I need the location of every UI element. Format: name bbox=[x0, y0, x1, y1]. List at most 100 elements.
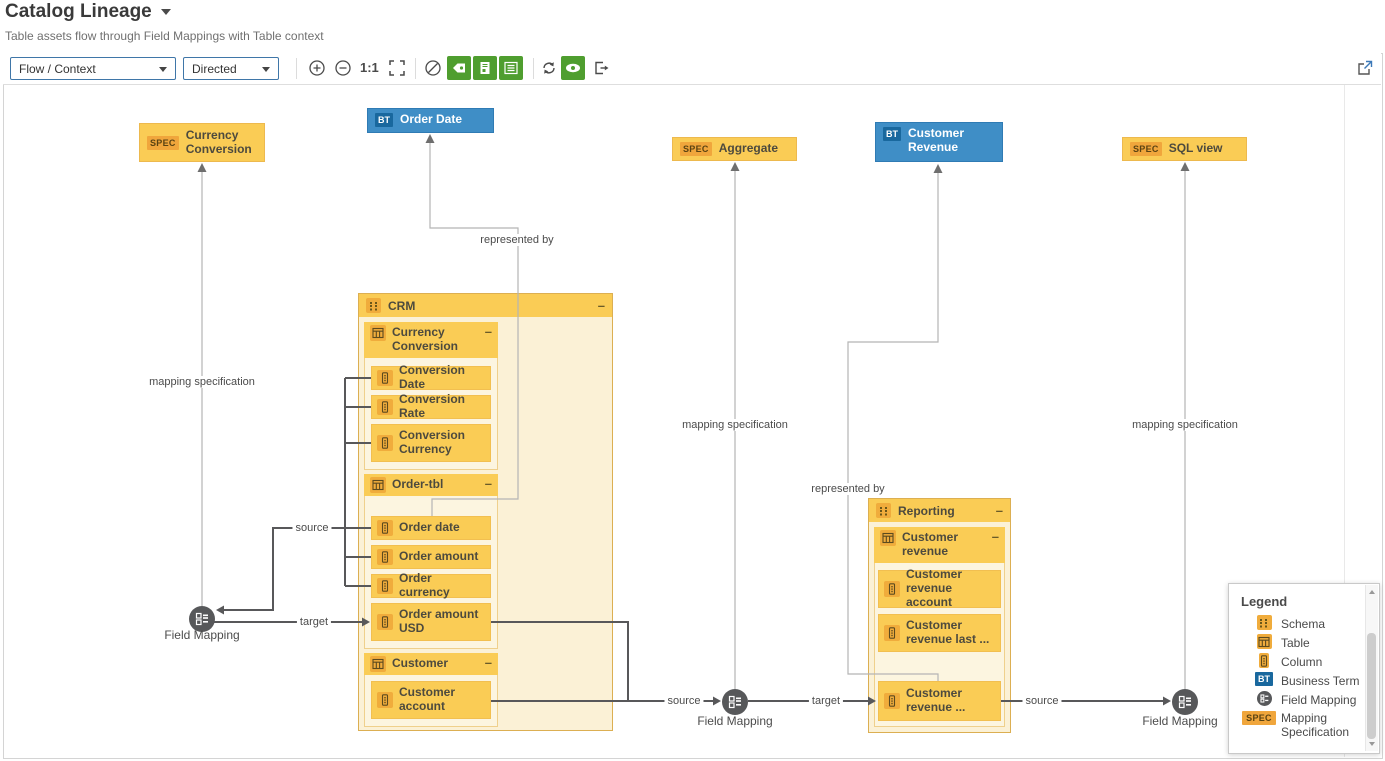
field-mapping-caption: Field Mapping bbox=[1142, 714, 1218, 728]
collapse-button[interactable]: – bbox=[995, 503, 1003, 518]
column-node-conversion-rate[interactable]: Conversion Rate bbox=[371, 392, 491, 420]
legend-item-label: Business Term bbox=[1281, 674, 1360, 688]
view-mode-select[interactable]: Flow / Context bbox=[10, 57, 176, 80]
zoom-reset-button[interactable]: 1:1 bbox=[360, 60, 379, 75]
column-node-order-currency[interactable]: Order currency bbox=[371, 571, 491, 599]
toolbar-separator bbox=[533, 58, 534, 79]
node-mapping-spec-sql-view[interactable]: SPEC SQL view bbox=[1122, 137, 1247, 161]
clear-overlays-button[interactable] bbox=[424, 59, 442, 77]
legend-item-label: Table bbox=[1281, 636, 1310, 650]
scroll-down-icon[interactable] bbox=[1369, 742, 1375, 746]
spec-badge: SPEC bbox=[680, 142, 712, 156]
node-label: Aggregate bbox=[718, 141, 779, 156]
right-panel-divider bbox=[1344, 54, 1345, 757]
refresh-button[interactable] bbox=[540, 59, 558, 77]
legend-scrollbar[interactable] bbox=[1365, 585, 1378, 751]
node-label: SQL view bbox=[1168, 141, 1223, 156]
column-icon bbox=[884, 581, 900, 597]
column-node-customer-revenue-last[interactable]: Customer revenue last ... bbox=[878, 614, 1001, 652]
show-details-button[interactable] bbox=[473, 56, 497, 80]
table-label: Order-tbl bbox=[392, 477, 444, 491]
external-link-icon bbox=[1358, 60, 1373, 75]
collapse-button[interactable]: – bbox=[484, 324, 492, 339]
column-icon bbox=[377, 578, 393, 594]
edge-label-target: target bbox=[296, 616, 332, 628]
chevron-down-icon bbox=[262, 67, 270, 72]
spec-badge: SPEC bbox=[147, 135, 179, 150]
field-mapping-icon bbox=[1178, 695, 1191, 709]
page-title[interactable]: Catalog Lineage bbox=[5, 1, 171, 23]
node-mapping-spec-currency-conversion[interactable]: SPEC Currency Conversion bbox=[139, 123, 265, 162]
column-node-conversion-currency[interactable]: Conversion Currency bbox=[371, 424, 491, 462]
tag-icon bbox=[453, 63, 465, 73]
schema-group-crm-header[interactable]: CRM – bbox=[359, 294, 612, 317]
title-dropdown-caret-icon[interactable] bbox=[160, 8, 171, 15]
page-subtitle: Table assets flow through Field Mappings… bbox=[5, 29, 324, 43]
column-label: Order amount bbox=[399, 549, 479, 564]
edge-label-source: source bbox=[1022, 695, 1062, 707]
schema-group-reporting-header[interactable]: Reporting – bbox=[869, 499, 1010, 522]
column-node-order-date[interactable]: Order date bbox=[371, 516, 491, 540]
zoom-out-button[interactable] bbox=[334, 59, 352, 77]
column-icon bbox=[377, 435, 393, 451]
field-mapping-node-middle[interactable] bbox=[722, 689, 748, 715]
view-mode-value: Flow / Context bbox=[19, 61, 96, 76]
column-label: Customer revenue account bbox=[906, 567, 963, 609]
column-node-conversion-date[interactable]: Conversion Date bbox=[371, 363, 491, 391]
node-label: Order Date bbox=[400, 112, 463, 126]
schema-group-label: Reporting bbox=[898, 503, 955, 518]
visibility-button[interactable] bbox=[561, 56, 585, 80]
column-node-order-amount-usd[interactable]: Order amount USD bbox=[371, 603, 491, 641]
node-label: Currency Conversion bbox=[185, 127, 252, 156]
show-list-button[interactable] bbox=[499, 56, 523, 80]
table-node-customer[interactable]: Customer – bbox=[364, 653, 498, 675]
schema-icon bbox=[876, 503, 891, 518]
open-in-new-window-button[interactable] bbox=[1356, 59, 1374, 77]
toolbar: Flow / Context Directed 1:1 bbox=[3, 53, 1381, 85]
collapse-button[interactable]: – bbox=[597, 298, 605, 313]
table-node-order-tbl[interactable]: Order-tbl – bbox=[364, 474, 498, 496]
node-mapping-spec-aggregate[interactable]: SPEC Aggregate bbox=[672, 137, 797, 161]
column-label: Conversion Currency bbox=[399, 428, 466, 456]
export-button[interactable] bbox=[592, 59, 610, 77]
zoom-in-button[interactable] bbox=[308, 59, 326, 77]
table-node-currency-conversion[interactable]: Currency Conversion – bbox=[364, 322, 498, 358]
field-mapping-icon bbox=[1253, 691, 1275, 706]
column-label: Conversion Rate bbox=[399, 392, 466, 420]
column-node-customer-revenue-account[interactable]: Customer revenue account bbox=[878, 567, 1001, 609]
table-icon bbox=[370, 477, 386, 493]
column-label: Order date bbox=[399, 520, 460, 535]
legend-item-label: Mapping Specification bbox=[1281, 711, 1350, 739]
field-mapping-caption: Field Mapping bbox=[164, 628, 240, 642]
column-node-customer-revenue-truncated[interactable]: Customer revenue ... bbox=[878, 681, 1001, 721]
legend-title: Legend bbox=[1241, 594, 1288, 609]
collapse-button[interactable]: – bbox=[484, 655, 492, 670]
column-node-order-amount[interactable]: Order amount bbox=[371, 545, 491, 569]
scroll-up-icon[interactable] bbox=[1369, 590, 1375, 594]
direction-select[interactable]: Directed bbox=[183, 57, 279, 80]
column-icon bbox=[377, 399, 393, 415]
table-node-customer-revenue[interactable]: Customer revenue – bbox=[874, 527, 1005, 563]
column-label: Order currency bbox=[399, 571, 450, 599]
export-icon bbox=[595, 61, 609, 75]
fit-to-screen-button[interactable] bbox=[388, 59, 406, 77]
field-mapping-node-left[interactable] bbox=[189, 606, 215, 632]
slash-circle-icon bbox=[425, 60, 441, 76]
node-business-term-customer-revenue[interactable]: BT Customer Revenue bbox=[875, 122, 1003, 162]
node-business-term-order-date[interactable]: BT Order Date bbox=[367, 108, 494, 133]
field-mapping-node-right[interactable] bbox=[1172, 689, 1198, 715]
table-label: Customer bbox=[392, 656, 449, 670]
column-node-customer-account[interactable]: Customer account bbox=[371, 681, 491, 719]
bt-badge: BT bbox=[375, 113, 393, 127]
collapse-button[interactable]: – bbox=[484, 476, 492, 491]
column-label: Customer revenue ... bbox=[906, 686, 966, 714]
collapse-button[interactable]: – bbox=[991, 529, 999, 544]
table-icon bbox=[370, 325, 386, 341]
column-label: Conversion Date bbox=[399, 363, 466, 391]
edge-label-source: source bbox=[664, 695, 704, 707]
business-term-badge: BT bbox=[1253, 672, 1275, 686]
spec-badge: SPEC bbox=[1130, 142, 1162, 156]
scrollbar-thumb[interactable] bbox=[1367, 633, 1376, 739]
show-tags-button[interactable] bbox=[447, 56, 471, 80]
